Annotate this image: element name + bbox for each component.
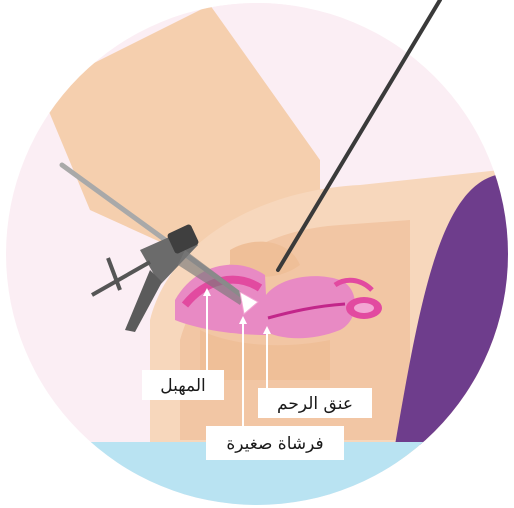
label-speculum-text: المهبل [160, 376, 206, 396]
label-speculum: المهبل [142, 370, 224, 400]
label-brush-text: فرشاة صغيرة [226, 434, 323, 454]
ovary-highlight [354, 303, 374, 313]
label-cervix-text: عنق الرحم [277, 394, 353, 414]
label-cervix: عنق الرحم [258, 388, 372, 418]
label-brush: فرشاة صغيرة [206, 426, 344, 460]
